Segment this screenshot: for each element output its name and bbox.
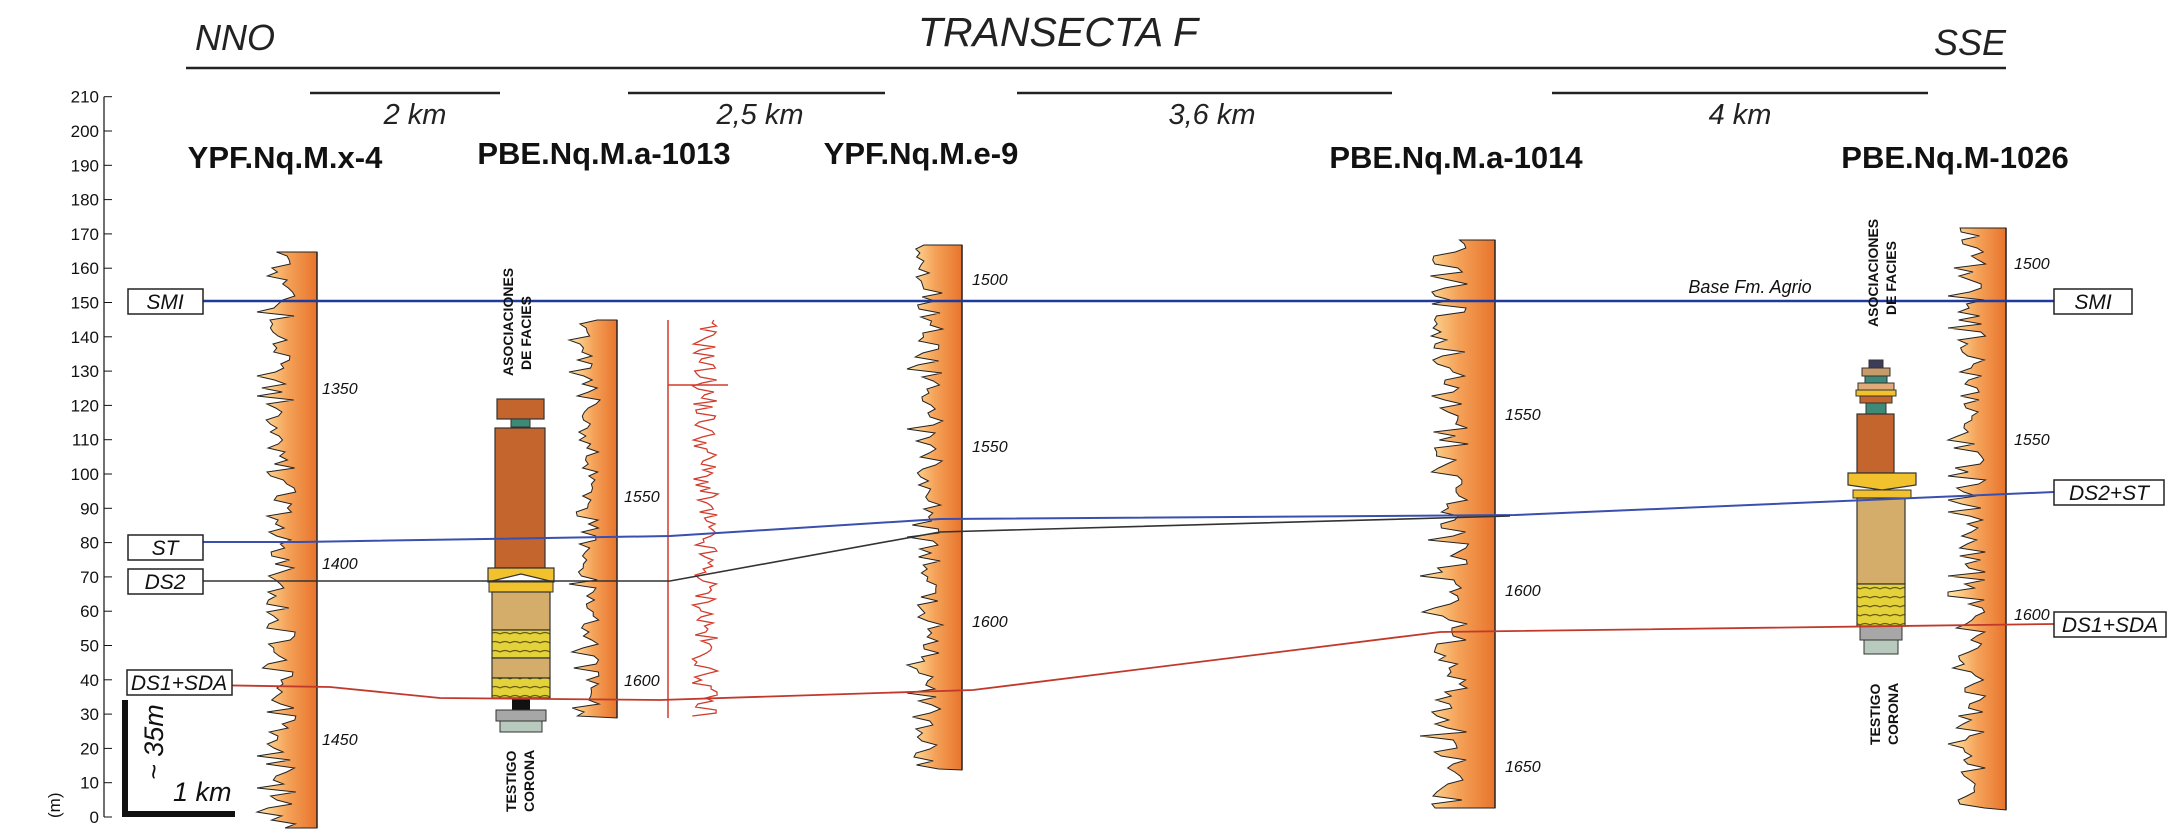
axis-tick-label: 140 — [71, 328, 99, 347]
svg-text:SMI: SMI — [2074, 291, 2112, 314]
axis-unit: (m) — [45, 793, 64, 818]
axis-tick-label: 70 — [80, 568, 99, 587]
svg-text:SMI: SMI — [146, 291, 184, 314]
axis-tick-label: 200 — [71, 122, 99, 141]
depth-label: 1500 — [2014, 256, 2050, 273]
axis-tick-label: 210 — [71, 88, 99, 107]
svg-text:DS1+SDA: DS1+SDA — [131, 672, 227, 695]
axis-tick-label: 20 — [80, 739, 99, 758]
depth-label: 1600 — [1505, 583, 1541, 600]
well-log-3 — [1419, 239, 1496, 809]
well-log-0 — [255, 251, 318, 829]
depth-label: 1600 — [972, 614, 1008, 631]
axis-tick-label: 60 — [80, 602, 99, 621]
axis-tick-label: 130 — [71, 362, 99, 381]
surface-label-smi-right: SMI — [2053, 288, 2133, 315]
well-name: YPF.Nq.M.x-4 — [188, 140, 383, 175]
core-header: CORONA — [521, 750, 537, 812]
axis-tick-label: 80 — [80, 534, 99, 553]
scale-horizontal-label: 1 km — [173, 777, 232, 807]
surface-label-st: ST — [127, 534, 204, 561]
diagram-title: TRANSECTA F — [918, 9, 1200, 55]
direction-right: SSE — [1934, 22, 2007, 63]
axis-tick-label: 120 — [71, 396, 99, 415]
depth-label: 1600 — [624, 673, 660, 690]
axis-tick-label: 90 — [80, 499, 99, 518]
well-name: PBE.Nq.M.a-1014 — [1329, 140, 1583, 175]
svg-text:DS2+ST: DS2+ST — [2069, 482, 2151, 505]
well-log-1 — [567, 319, 618, 719]
facies-header: ASOCIACIONES — [500, 268, 516, 376]
well-name: YPF.Nq.M.e-9 — [824, 136, 1019, 171]
facies-column-1013 — [487, 398, 555, 733]
distance-label: 3,6 km — [1168, 99, 1255, 131]
well-name: PBE.Nq.M.a-1013 — [477, 136, 730, 171]
depth-label: 1500 — [972, 272, 1008, 289]
axis-tick-label: 180 — [71, 191, 99, 210]
annotation-base-fm-agrio: Base Fm. Agrio — [1688, 277, 1811, 297]
facies-header: ASOCIACIONES — [1865, 219, 1881, 327]
surface-label-ds1-sda-right: DS1+SDA — [2053, 611, 2167, 638]
gamma-curve — [690, 319, 720, 717]
axis-tick-label: 30 — [80, 705, 99, 724]
surface-label-ds2-st: DS2+ST — [2053, 479, 2165, 506]
surface-label-ds1-sda-left: DS1+SDA — [126, 669, 233, 696]
scale-vertical-label: ~ 35m — [139, 704, 169, 780]
depth-label: 1650 — [1505, 759, 1541, 776]
surface-label-smi-left: SMI — [127, 288, 204, 315]
vertical-axis: 0 10 20 30 40 50 60 70 80 90 100 110 120 130 140 150 160… — [71, 88, 112, 827]
surface-line-ds1-sda — [202, 623, 2055, 701]
svg-text:ST: ST — [152, 537, 181, 560]
well-log-4 — [1946, 227, 2007, 811]
axis-tick-label: 10 — [80, 774, 99, 793]
well-name: PBE.Nq.M-1026 — [1841, 140, 2068, 175]
distance-label: 2,5 km — [715, 99, 803, 131]
surface-line-ds2 — [203, 515, 1511, 582]
depth-labels: 1350 1400 1450 1550 1600 1500 1550 1600 … — [322, 256, 2050, 776]
core-header: TESTIGO — [1867, 683, 1883, 745]
svg-text:DS2: DS2 — [145, 571, 186, 594]
direction-left: NNO — [195, 17, 275, 58]
axis-tick-label: 150 — [71, 294, 99, 313]
depth-label: 1550 — [2014, 432, 2050, 449]
axis-tick-label: 40 — [80, 671, 99, 690]
scale-bar: ~ 35m 1 km — [122, 700, 235, 817]
surface-label-ds2: DS2 — [127, 568, 204, 595]
axis-tick-label: 160 — [71, 259, 99, 278]
depth-label: 1550 — [972, 439, 1008, 456]
svg-text:DS1+SDA: DS1+SDA — [2062, 614, 2158, 637]
surface-line-st — [203, 491, 2055, 543]
depth-label: 1550 — [1505, 407, 1541, 424]
well-log-2 — [905, 244, 963, 771]
depth-label: 1600 — [2014, 607, 2050, 624]
facies-header: DE FACIES — [518, 296, 534, 370]
axis-tick-label: 190 — [71, 156, 99, 175]
depth-label: 1400 — [322, 556, 358, 573]
core-header: CORONA — [1885, 683, 1901, 745]
axis-tick-label: 170 — [71, 225, 99, 244]
distance-label: 2 km — [383, 99, 447, 131]
depth-label: 1450 — [322, 732, 358, 749]
core-header: TESTIGO — [503, 750, 519, 812]
depth-label: 1350 — [322, 381, 358, 398]
facies-header: DE FACIES — [1883, 241, 1899, 315]
well-logs — [255, 227, 2007, 829]
depth-label: 1550 — [624, 489, 660, 506]
axis-tick-label: 0 — [90, 808, 99, 827]
facies-column-1026 — [1847, 359, 1917, 655]
distance-label: 4 km — [1709, 99, 1772, 131]
axis-tick-label: 110 — [72, 431, 99, 450]
axis-tick-label: 100 — [71, 465, 99, 484]
axis-tick-label: 50 — [80, 637, 99, 656]
